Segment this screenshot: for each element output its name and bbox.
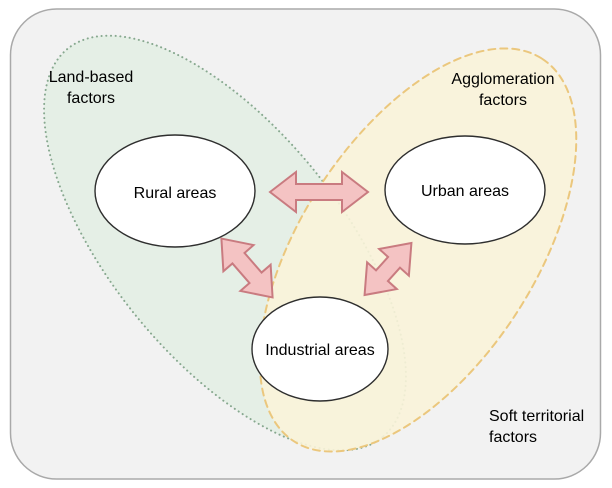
- industrial-node-label: Industrial areas: [265, 342, 375, 359]
- agglomeration-region-label: Agglomeration factors: [451, 71, 555, 109]
- urban-node-label: Urban areas: [420, 183, 510, 200]
- rural-industrial-arrow: [220, 237, 274, 299]
- rural-node: [94, 134, 256, 248]
- soft-territorial-region-label: Soft territorial factors: [489, 408, 585, 446]
- urban-industrial-arrow: [363, 241, 413, 297]
- land-based-region-label: Land-based factors: [48, 69, 134, 107]
- rural-node-label: Rural areas: [133, 185, 217, 202]
- urban-node: [384, 135, 546, 245]
- rural-urban-arrow: [268, 169, 370, 215]
- industrial-node: [251, 296, 389, 402]
